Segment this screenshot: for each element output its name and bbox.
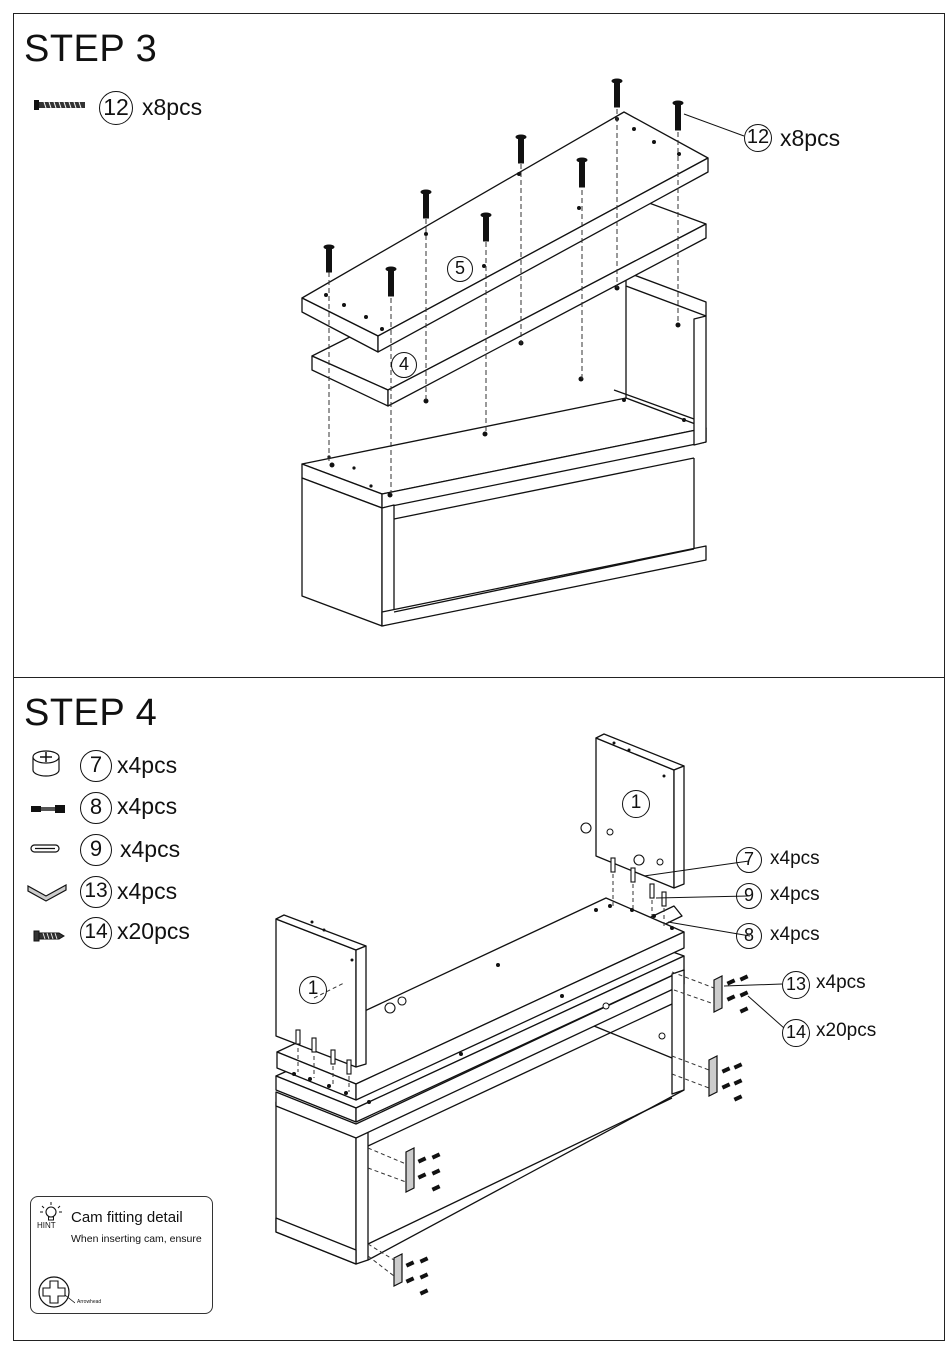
legend-part-7: 7 bbox=[80, 750, 112, 782]
hint-title: Cam fitting detail bbox=[71, 1209, 183, 1226]
callout-part-13: 13 bbox=[782, 971, 810, 999]
legend-qty-8: x4pcs bbox=[117, 793, 177, 820]
step-4-panel: STEP 4 bbox=[13, 677, 945, 1341]
panel-label-right-side: 1 bbox=[622, 790, 650, 818]
cam-arrowhead-icon bbox=[35, 1271, 75, 1311]
callout-part-9: 9 bbox=[736, 883, 762, 909]
hint-text: When inserting cam, ensure bbox=[71, 1233, 211, 1245]
hint-badge: HINT bbox=[37, 1221, 56, 1230]
panel-label-shelf: 4 bbox=[391, 352, 417, 378]
cam-lock-icon bbox=[33, 751, 59, 776]
legend-qty-9: x4pcs bbox=[120, 836, 180, 863]
legend-qty-13: x4pcs bbox=[117, 878, 177, 905]
callout-part-8: 8 bbox=[736, 923, 762, 949]
quantity-label: x8pcs bbox=[142, 94, 202, 121]
legend-part-14: 14 bbox=[80, 917, 112, 949]
wood-screw-icon bbox=[34, 931, 64, 941]
callout-qty-8: x4pcs bbox=[770, 924, 820, 946]
hint-box: HINT Cam fitting detail When inserting c… bbox=[30, 1196, 213, 1314]
cam-bolt-icon bbox=[31, 805, 65, 813]
arrowhead-label: Arrowhead bbox=[77, 1299, 101, 1305]
panel-label-top-board: 5 bbox=[447, 256, 473, 282]
legend-qty-7: x4pcs bbox=[117, 752, 177, 779]
step-3-panel: STEP 3 bbox=[13, 13, 945, 678]
callout-qty-14: x20pcs bbox=[816, 1020, 876, 1042]
legend-part-9: 9 bbox=[80, 834, 112, 866]
callout-part-7: 7 bbox=[736, 847, 762, 873]
callout-quantity: x8pcs bbox=[780, 125, 840, 152]
callout-part-number: 12 bbox=[744, 124, 772, 152]
legend-part-13: 13 bbox=[80, 876, 112, 908]
callout-qty-13: x4pcs bbox=[816, 972, 866, 994]
legend-qty-14: x20pcs bbox=[117, 918, 190, 945]
panel-label-left-side: 1 bbox=[299, 976, 327, 1004]
machine-screw-icon bbox=[34, 100, 85, 110]
corner-bracket-icon bbox=[28, 885, 66, 901]
wood-dowel-icon bbox=[31, 845, 59, 852]
callout-part-14: 14 bbox=[782, 1019, 810, 1047]
callout-qty-7: x4pcs bbox=[770, 848, 820, 870]
part-number-badge: 12 bbox=[99, 91, 133, 125]
callout-qty-9: x4pcs bbox=[770, 884, 820, 906]
legend-part-8: 8 bbox=[80, 792, 112, 824]
